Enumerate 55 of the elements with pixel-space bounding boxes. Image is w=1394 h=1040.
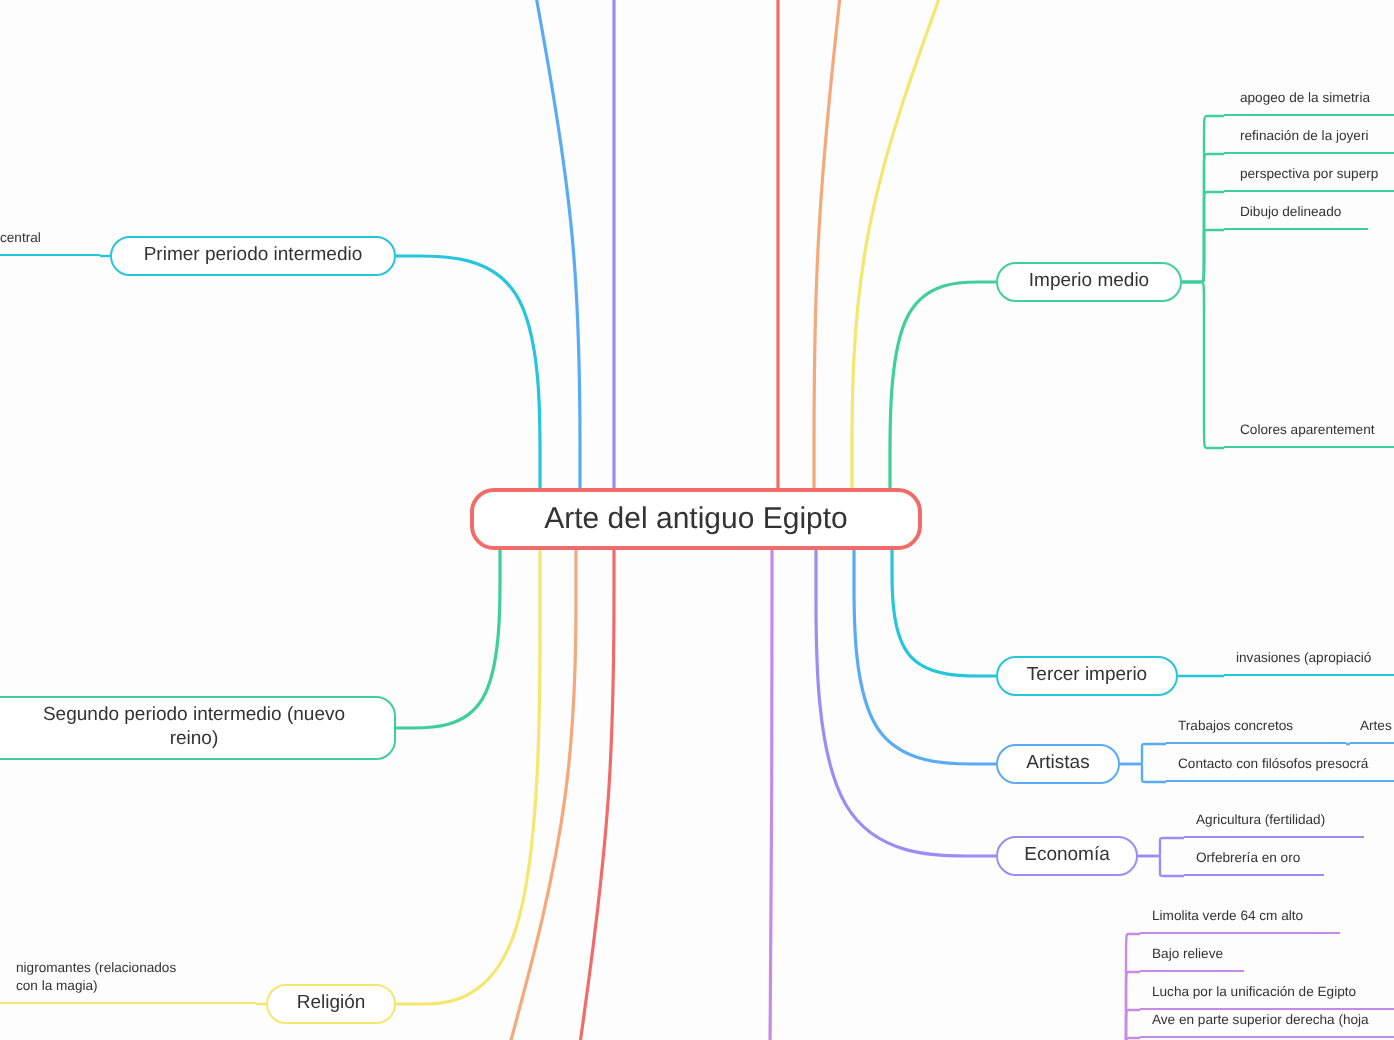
underline-connector <box>1166 754 1394 782</box>
underline-connector <box>0 958 256 1004</box>
underline-connector <box>1140 982 1394 1010</box>
underline-connector <box>1184 846 1324 876</box>
connector-line <box>396 254 542 488</box>
connector-line <box>1346 742 1350 746</box>
underline-connector <box>1224 126 1394 154</box>
topic-label: Artistas <box>1026 751 1090 777</box>
topic-box <box>996 656 1178 696</box>
connector-line <box>578 550 616 1040</box>
connector-line <box>508 550 578 1040</box>
underline-connector <box>1224 202 1368 230</box>
connector-line <box>1182 280 1224 450</box>
underline-connector <box>1224 420 1394 448</box>
connector-line <box>812 0 842 488</box>
topic-label: Arte del antiguo Egipto <box>544 502 848 536</box>
topic-box <box>996 744 1120 784</box>
connector-line <box>850 0 942 488</box>
connector-line <box>890 550 996 678</box>
topic-box <box>110 236 396 276</box>
connector-line <box>768 550 774 1040</box>
underline-connector <box>1140 906 1340 934</box>
underline-connector <box>1184 808 1364 838</box>
underline-connector <box>1166 716 1346 744</box>
central-topic-box <box>470 488 922 550</box>
connector-line <box>1124 1036 1140 1040</box>
underline-connector <box>1140 944 1244 972</box>
connector-line <box>1138 854 1184 878</box>
topic-box <box>996 836 1138 876</box>
topic-label: Religión <box>296 991 366 1017</box>
connector-line <box>888 280 996 488</box>
topic-label: Tercer imperio <box>1026 663 1148 689</box>
underline-connector <box>1140 1014 1394 1038</box>
underline-connector <box>1224 648 1394 676</box>
underline-connector <box>1224 88 1394 116</box>
connector-line <box>1124 1008 1140 1040</box>
connector-line <box>1178 674 1224 678</box>
connector-line <box>612 0 616 488</box>
connector-line <box>814 550 996 858</box>
connector-line <box>396 550 542 1006</box>
topic-box <box>266 984 396 1024</box>
connector-line <box>534 0 582 488</box>
topic-label: Imperio medio <box>1028 269 1150 295</box>
topic-box <box>0 696 396 760</box>
topic-label: Segundo periodo intermedio (nuevo reino) <box>42 703 346 753</box>
connector-line <box>776 0 780 488</box>
connector-line <box>1120 762 1166 784</box>
connector-line <box>396 550 502 730</box>
topic-label: Primer periodo intermedio <box>143 243 363 269</box>
topic-box <box>996 262 1182 302</box>
underline-connector <box>1224 164 1394 192</box>
underline-connector <box>0 228 100 256</box>
underline-connector <box>1350 716 1394 744</box>
topic-label: Economía <box>1024 843 1110 869</box>
connector-line <box>852 550 996 766</box>
